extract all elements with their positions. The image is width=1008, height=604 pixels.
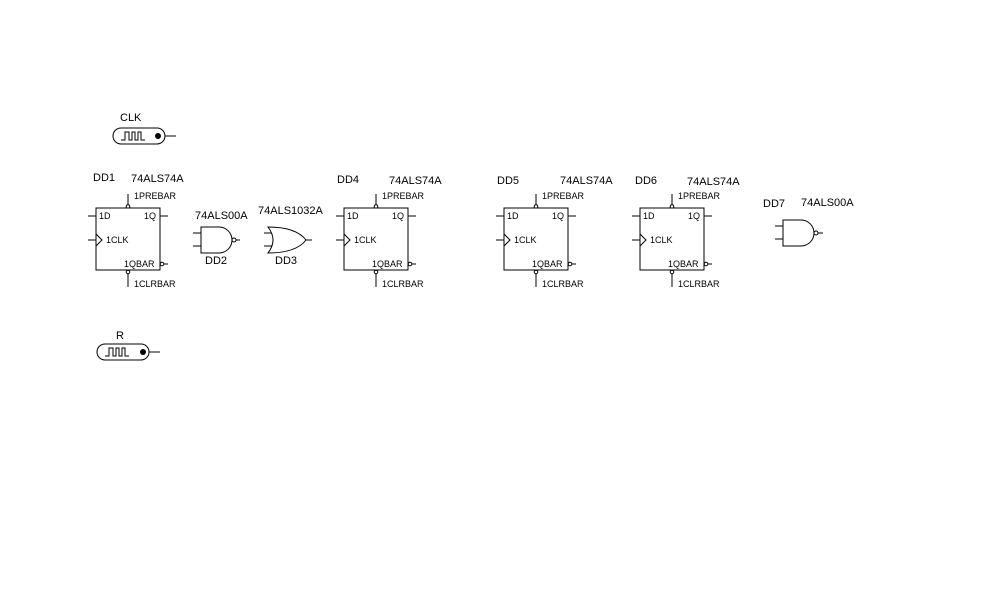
output-dot (140, 349, 146, 355)
pin-clk-label: 1CLK (650, 235, 673, 245)
pin-pre-label: 1PREBAR (542, 191, 585, 201)
part-label: 74ALS1032A (258, 205, 323, 217)
ref-label: DD3 (275, 255, 297, 267)
or-gate-icon (266, 226, 307, 254)
pin-q-label: 1Q (552, 211, 564, 221)
nand-gate-dd7[interactable]: DD7 74ALS00A (763, 197, 854, 247)
clk-source-label: CLK (120, 112, 142, 124)
pin-q-label: 1Q (144, 211, 156, 221)
ref-label: DD1 (93, 172, 115, 184)
part-label: 74ALS74A (560, 175, 613, 187)
ref-label: DD5 (497, 175, 519, 187)
pin-clr-label: 1CLRBAR (542, 279, 584, 289)
square-wave-icon (105, 347, 129, 357)
part-label: 74ALS74A (687, 176, 740, 188)
pin-d-label: 1D (99, 211, 111, 221)
nand-gate-icon (782, 219, 815, 247)
pin-qbar-label: 1QBAR (372, 259, 403, 269)
part-label: 74ALS00A (801, 197, 854, 209)
output-dot (155, 133, 161, 139)
pin-clk-label: 1CLK (514, 235, 537, 245)
flipflop-dd4[interactable]: DD4 74ALS74A 1PREBAR 1D 1Q 1CLK 1QBAR 1C… (336, 174, 442, 289)
part-label: 74ALS00A (195, 210, 248, 222)
flipflop-body (95, 207, 161, 271)
pin-d-label: 1D (347, 211, 359, 221)
flipflop-body (639, 207, 705, 271)
clk-source[interactable]: CLK (112, 112, 176, 145)
pin-clr-label: 1CLRBAR (382, 279, 424, 289)
pin-qbar-label: 1QBAR (532, 259, 563, 269)
ref-label: DD2 (205, 255, 227, 267)
pin-clr-label: 1CLRBAR (134, 279, 176, 289)
or-gate-dd3[interactable]: 74ALS1032A DD3 (258, 205, 323, 267)
ref-label: DD7 (763, 198, 785, 210)
pin-clr-label: 1CLRBAR (678, 279, 720, 289)
pin-q-label: 1Q (392, 211, 404, 221)
r-source-label: R (116, 330, 124, 342)
pin-pre-label: 1PREBAR (678, 191, 721, 201)
part-label: 74ALS74A (389, 175, 442, 187)
ref-label: DD4 (337, 174, 359, 186)
flipflop-dd1[interactable]: DD1 74ALS74A 1PREBAR 1D 1Q 1CLK 1QBAR 1C… (88, 172, 184, 289)
pin-q-label: 1Q (688, 211, 700, 221)
square-wave-icon (121, 131, 145, 141)
flipflop-dd5[interactable]: DD5 74ALS74A 1PREBAR 1D 1Q 1CLK 1QBAR 1C… (496, 175, 613, 289)
ref-label: DD6 (635, 175, 657, 187)
pin-qbar-label: 1QBAR (124, 259, 155, 269)
pin-d-label: 1D (507, 211, 519, 221)
pin-pre-label: 1PREBAR (134, 191, 177, 201)
flipflop-dd6[interactable]: DD6 74ALS74A 1PREBAR 1D 1Q 1CLK 1QBAR 1C… (632, 175, 740, 289)
part-label: 74ALS74A (131, 173, 184, 185)
pin-qbar-label: 1QBAR (668, 259, 699, 269)
nand-gate-dd2[interactable]: 74ALS00A DD2 (193, 210, 248, 267)
nand-gate-icon (200, 226, 233, 254)
pin-d-label: 1D (643, 211, 655, 221)
flipflop-body (343, 207, 409, 271)
pin-clk-label: 1CLK (106, 235, 129, 245)
pin-clk-label: 1CLK (354, 235, 377, 245)
pin-pre-label: 1PREBAR (382, 191, 425, 201)
r-source[interactable]: R (96, 330, 160, 361)
